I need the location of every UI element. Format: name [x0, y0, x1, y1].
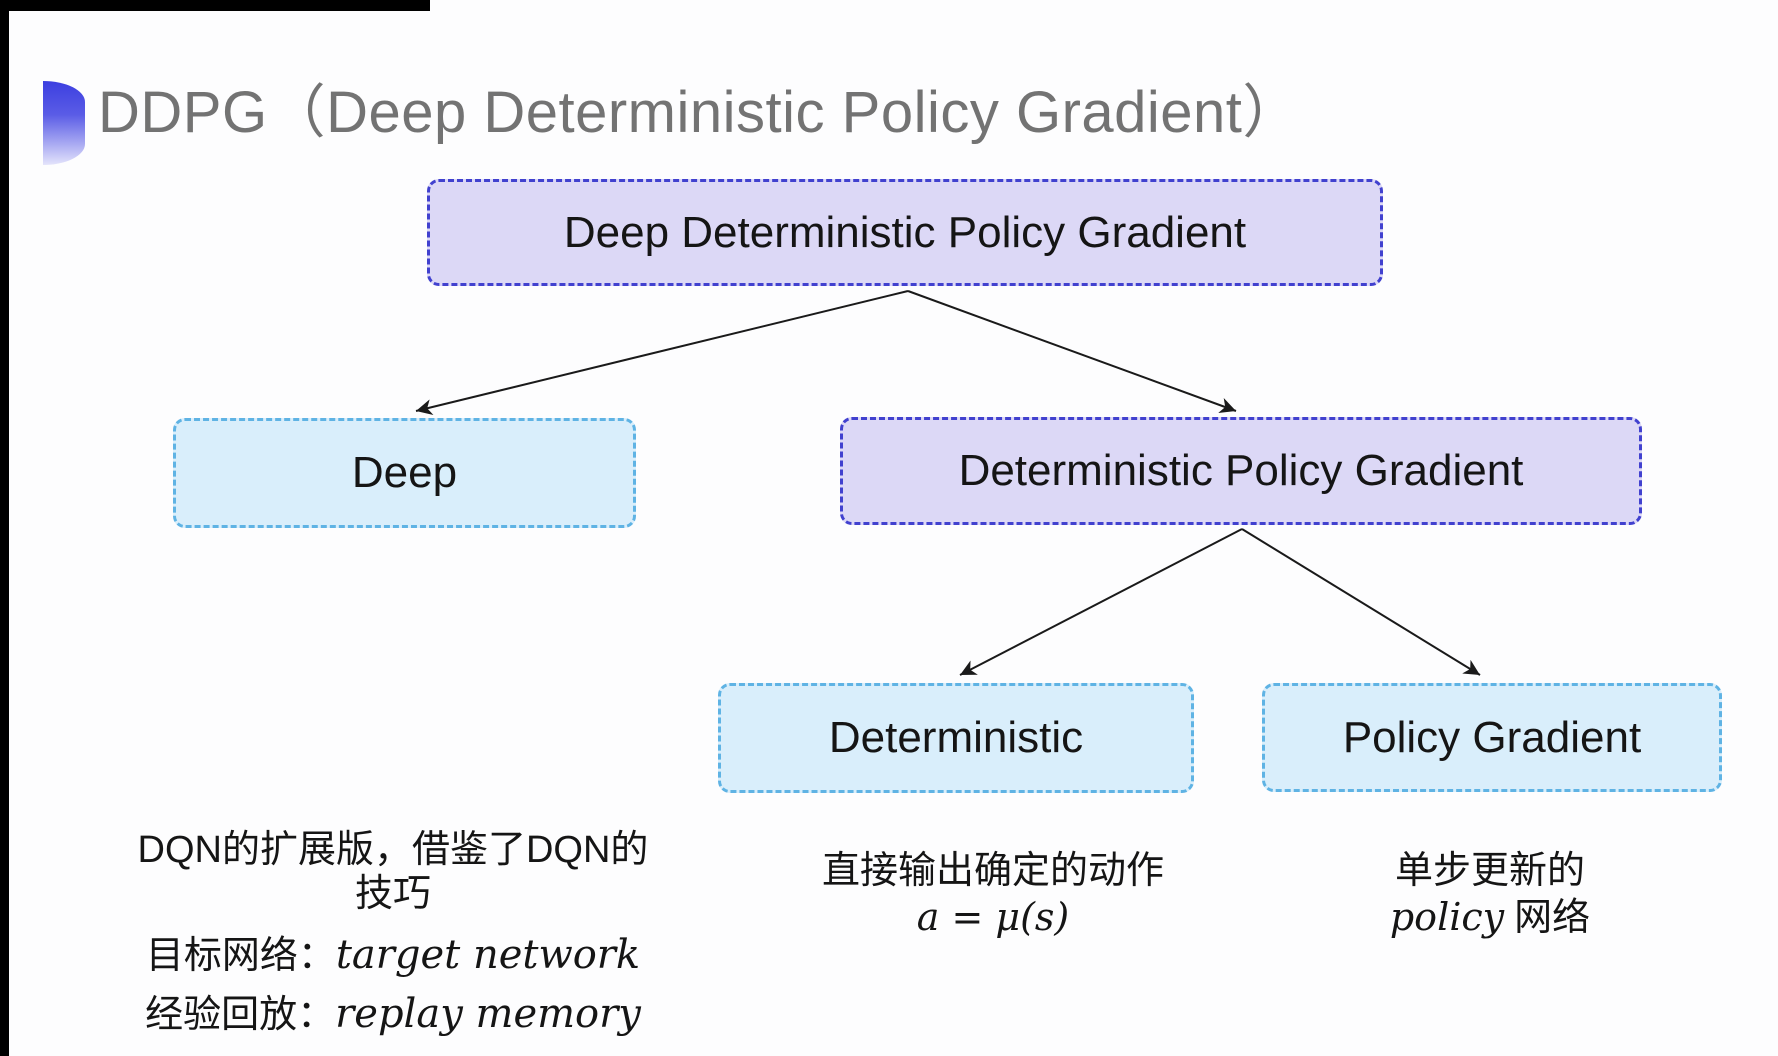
- top-edge-bar: [0, 0, 430, 11]
- annotation-deep-line3: 经验回放：replay memory: [128, 991, 658, 1038]
- annotation-deep-line2: 目标网络：target network: [128, 932, 658, 979]
- deep-box: Deep: [173, 418, 636, 528]
- root-box-ddpg: Deep Deterministic Policy Gradient: [427, 179, 1383, 286]
- annotation-deep-line3-en: replay memory: [335, 991, 641, 1037]
- deep-box-label: Deep: [351, 448, 458, 497]
- left-edge-bar: [0, 0, 9, 1056]
- policy-gradient-box: Policy Gradient: [1262, 683, 1722, 792]
- annotation-deep: DQN的扩展版，借鉴了DQN的技巧 目标网络：target network 经验…: [128, 828, 658, 1038]
- blue-gradient-semicircle-icon: [43, 81, 85, 165]
- root-box-label: Deep Deterministic Policy Gradient: [563, 207, 1247, 257]
- arrow-dpg-to-policy-gradient: [1241, 528, 1481, 676]
- arrow-root-to-deep: [415, 290, 909, 415]
- annotation-deterministic-line1: 直接输出确定的动作: [821, 850, 1164, 892]
- annotation-deep-line2-zh: 目标网络：: [145, 935, 336, 977]
- annotation-deterministic-formula: a = μ(s): [916, 895, 1070, 939]
- annotation-deterministic: 直接输出确定的动作 a = μ(s): [763, 849, 1223, 937]
- arrow-root-to-dpg: [907, 290, 1237, 414]
- slide-title: DDPG（Deep Deterministic Policy Gradient）: [98, 80, 1301, 145]
- annotation-deep-line3-zh: 经验回放：: [145, 994, 336, 1036]
- deterministic-policy-gradient-box: Deterministic Policy Gradient: [840, 417, 1642, 525]
- annotation-deep-line2-en: target network: [335, 932, 641, 978]
- annotation-policy-gradient-line2-en: policy: [1389, 895, 1505, 939]
- annotation-policy-gradient-line1: 单步更新的: [1394, 850, 1585, 892]
- policy-gradient-box-label: Policy Gradient: [1342, 712, 1642, 762]
- arrow-dpg-to-deterministic: [959, 528, 1243, 676]
- annotation-policy-gradient-line2-zh: 网络: [1514, 895, 1591, 939]
- deterministic-box-label: Deterministic: [828, 713, 1084, 762]
- deterministic-box: Deterministic: [718, 683, 1194, 793]
- dpg-box-label: Deterministic Policy Gradient: [958, 446, 1524, 495]
- annotation-deep-line1: DQN的扩展版，借鉴了DQN的技巧: [137, 829, 649, 915]
